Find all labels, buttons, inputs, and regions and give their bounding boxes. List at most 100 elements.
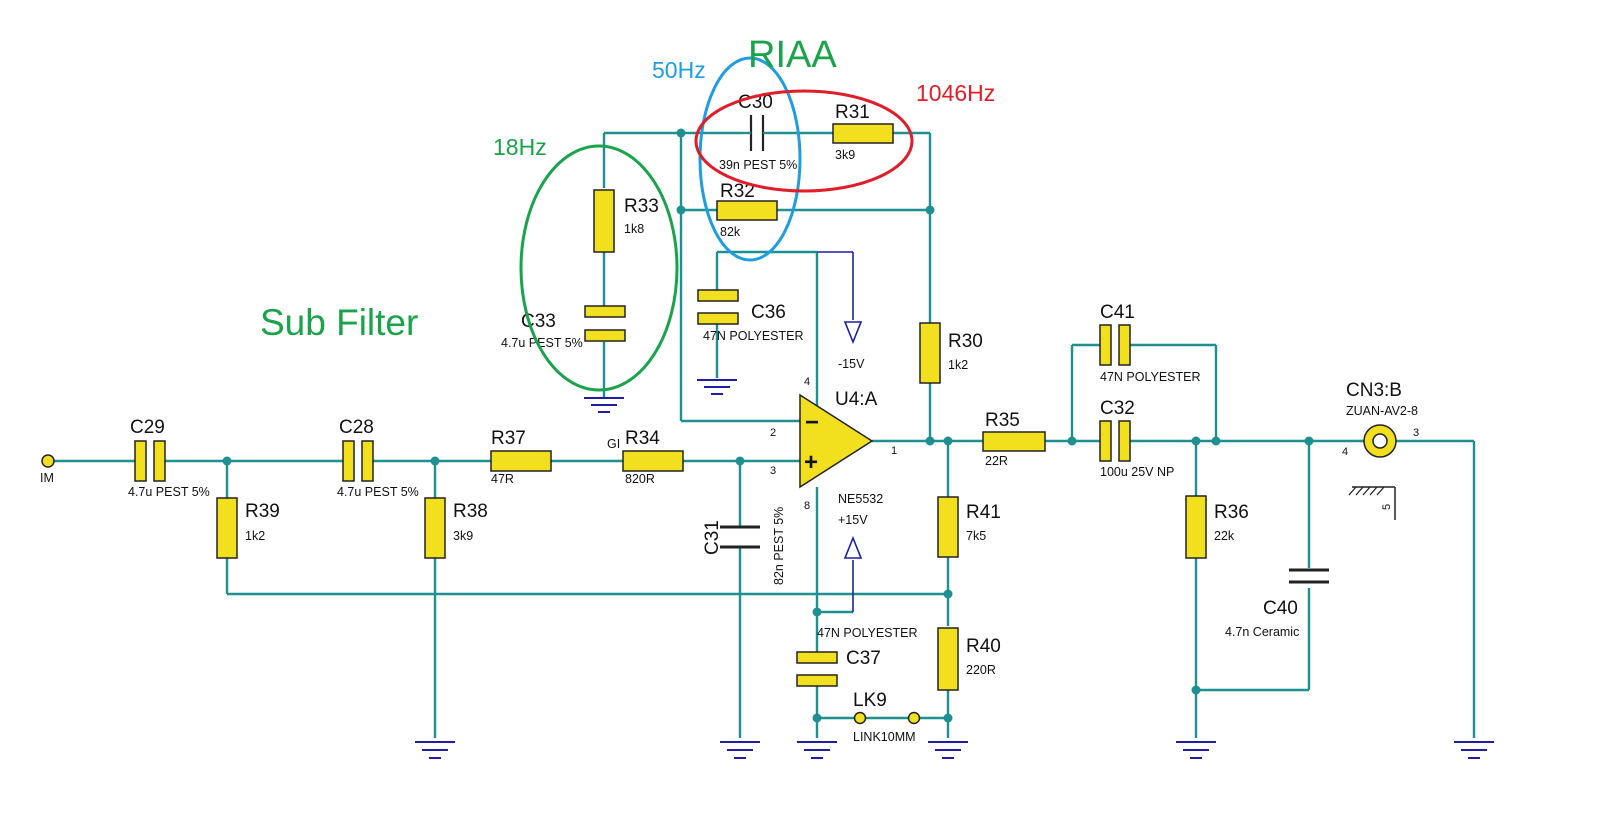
c37-value: 47N POLYESTER [817,626,918,640]
junctions [222,128,1314,723]
r31-value: 3k9 [835,148,855,162]
gi-net-label: GI [607,437,620,451]
c40-ref: C40 [1263,598,1298,619]
r32-value: 82k [720,225,741,239]
c29-ref: C29 [130,417,165,438]
connector-cn3b: CN3:B ZUAN-AV2-8 4 3 5 [1342,380,1419,520]
pin-2: 2 [770,427,776,439]
c41-value: 47N POLYESTER [1100,370,1201,384]
resistor-r32: R32 82k [716,181,778,239]
c29-value: 4.7u PEST 5% [128,485,210,499]
neg-supply-label: -15V [838,357,865,371]
supply-wires [817,251,863,612]
r37-ref: R37 [491,428,526,449]
c28-ref: C28 [339,417,374,438]
r32-ref: R32 [720,181,755,202]
resistor-r40: R40 220R [937,627,1001,691]
r39-ref: R39 [245,501,280,522]
resistor-r37: R37 47R [490,428,552,486]
ground-icon [797,741,837,759]
r41-ref: R41 [966,502,1001,523]
annotation-ellipse-1046hz [694,89,914,193]
link-lk9: LK9 LINK10MM [853,690,921,744]
capacitor-c41: C41 47N POLYESTER [1099,302,1201,384]
resistor-r30: R30 1k2 [919,322,983,384]
ground-icon [584,397,624,413]
c41-ref: C41 [1100,302,1135,323]
capacitor-c40: C40 4.7n Ceramic [1225,568,1329,639]
c32-ref: C32 [1100,398,1135,419]
r36-value: 22k [1214,529,1235,543]
lk9-value: LINK10MM [853,730,916,744]
freq-50hz-label: 50Hz [652,57,706,83]
r33-ref: R33 [624,196,659,217]
ground-icon [1454,741,1494,759]
capacitor-c37: 47N POLYESTER C37 [796,626,918,687]
capacitor-c36: C36 47N POLYESTER [697,289,804,343]
capacitor-c29: C29 4.7u PEST 5% [128,417,210,499]
resistor-r39: R39 1k2 [216,497,280,559]
input-terminal: IM [40,454,55,485]
cn3-ref: CN3:B [1346,380,1402,401]
input-label: IM [40,471,54,485]
capacitor-c33: C33 4.7u PEST 5% [501,305,626,350]
r40-ref: R40 [966,636,1001,657]
cn3-pin-5: 5 [1381,504,1393,510]
ground-icon [1176,741,1216,759]
sub-filter-label: Sub Filter [260,302,418,343]
ground-symbols [415,379,1494,759]
resistor-r35: R35 22R [982,410,1046,468]
pin-8: 8 [804,500,810,512]
resistor-r34: GI R34 820R [607,428,684,486]
capacitor-c32: C32 100u 25V NP [1099,398,1174,479]
resistor-r36: R36 22k [1185,495,1249,559]
r35-ref: R35 [985,410,1020,431]
freq-1046hz-label: 1046Hz [916,80,995,106]
annotation-ellipse-18hz [519,144,679,392]
r34-ref: R34 [625,428,660,449]
c31-value: 82n PEST 5% [772,507,786,585]
c28-value: 4.7u PEST 5% [337,485,419,499]
u4-ref: U4:A [835,389,878,410]
r36-ref: R36 [1214,502,1249,523]
riaa-label: RIAA [748,34,837,76]
r41-value: 7k5 [966,529,986,543]
r40-value: 220R [966,663,996,677]
cn3-value: ZUAN-AV2-8 [1346,404,1418,418]
pin-4: 4 [804,376,810,388]
annotation-ellipse-50hz [698,56,802,262]
u4-value: NE5532 [838,492,883,506]
r38-value: 3k9 [453,529,473,543]
c32-value: 100u 25V NP [1100,465,1174,479]
r39-value: 1k2 [245,529,265,543]
pin-3: 3 [770,465,776,477]
c36-ref: C36 [751,302,786,323]
inverting-input-symbol: − [805,409,819,436]
c33-value: 4.7u PEST 5% [501,336,583,350]
pin-1: 1 [891,445,897,457]
r31-ref: R31 [835,102,870,123]
capacitor-c30: C30 39n PEST 5% [719,92,797,172]
r30-value: 1k2 [948,358,968,372]
c30-value: 39n PEST 5% [719,158,797,172]
c40-value: 4.7n Ceramic [1225,625,1299,639]
capacitor-c28: C28 4.7u PEST 5% [337,417,419,499]
pos-supply-label: +15V [838,513,868,527]
ground-icon [697,379,737,395]
freq-18hz-label: 18Hz [493,134,547,160]
chassis-ground-icon [1348,486,1396,520]
resistor-r41: R41 7k5 [937,496,1001,558]
opamp-u4a: − + U4:A NE5532 2 3 4 8 1 -15V +15V [770,357,897,527]
resistor-r38: R38 3k9 [424,497,488,559]
lk9-ref: LK9 [853,690,887,711]
r37-value: 47R [491,472,514,486]
c37-ref: C37 [846,648,881,669]
resistor-r31: R31 3k9 [832,102,894,162]
wires [50,131,1476,738]
c31-ref: C31 [702,520,723,555]
ground-icon [415,741,455,759]
r30-ref: R30 [948,331,983,352]
cn3-pin-3: 3 [1413,427,1419,439]
r34-value: 820R [625,472,655,486]
